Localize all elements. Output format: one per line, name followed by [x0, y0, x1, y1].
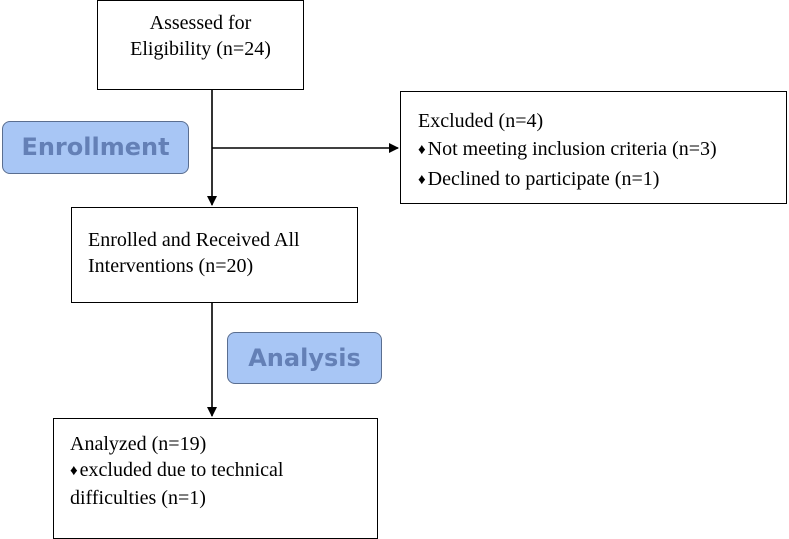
analyzed-item-text-1: excluded due to technical	[79, 459, 284, 481]
enrollment-stage-label: Enrollment	[2, 121, 189, 174]
analyzed-item-line-1: ♦excluded due to technical	[70, 457, 377, 485]
enrolled-box: Enrolled and Received All Interventions …	[71, 207, 358, 303]
assessed-line-2: Eligibility (n=24)	[130, 38, 271, 60]
analyzed-title: Analyzed (n=19)	[70, 433, 207, 455]
excluded-box: Excluded (n=4) ♦Not meeting inclusion cr…	[400, 91, 787, 204]
excluded-item-not-meeting: ♦Not meeting inclusion criteria (n=3)	[418, 135, 786, 165]
analysis-stage-label: Analysis	[227, 332, 382, 384]
excluded-item-1-text: Not meeting inclusion criteria (n=3)	[427, 138, 717, 160]
enrolled-line-1: Enrolled and Received All	[88, 229, 300, 251]
assessed-eligibility-box: Assessed for Eligibility (n=24)	[97, 0, 304, 90]
enrolled-line-2: Interventions (n=20)	[88, 255, 254, 277]
excluded-item-2-text: Declined to participate (n=1)	[427, 168, 660, 190]
analyzed-item-line-2: difficulties (n=1)	[70, 487, 206, 509]
excluded-title: Excluded (n=4)	[418, 110, 544, 132]
assessed-line-1: Assessed for	[149, 12, 252, 34]
analyzed-box: Analyzed (n=19) ♦excluded due to technic…	[53, 418, 378, 539]
diamond-bullet-icon: ♦	[70, 463, 78, 479]
diamond-bullet-icon: ♦	[418, 142, 426, 158]
excluded-item-declined: ♦Declined to participate (n=1)	[418, 165, 786, 195]
diamond-bullet-icon: ♦	[418, 172, 426, 188]
